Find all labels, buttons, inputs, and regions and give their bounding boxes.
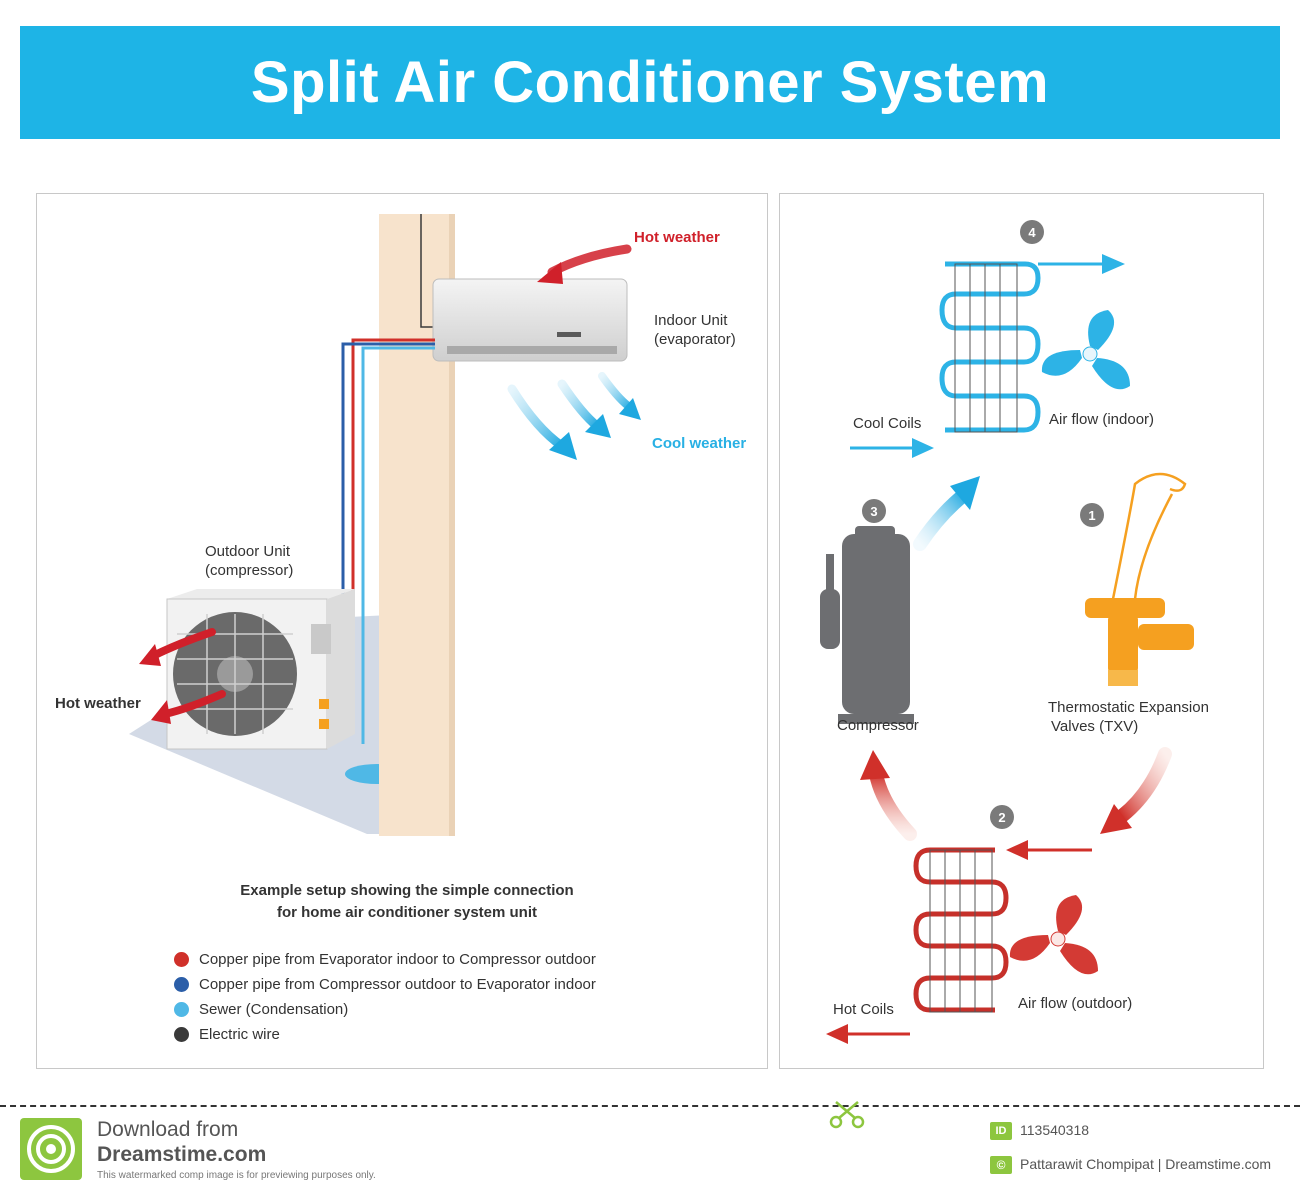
dreamstime-logo [20, 1118, 82, 1180]
cool-arrow-3-head [619, 398, 641, 420]
watermark-notice: This watermarked comp image is for previ… [97, 1170, 376, 1181]
txv-to-coil-arrow-head [1100, 804, 1132, 834]
cool-coils [939, 261, 1041, 433]
dreamstime-spiral-icon [27, 1125, 75, 1173]
txv-to-coil-arrow [1115, 747, 1172, 823]
compressor-to-coil-arrow [913, 487, 972, 551]
legend-dot [174, 1002, 189, 1017]
indoor-unit [432, 278, 628, 362]
cool-arrow-2 [557, 379, 602, 431]
legend-item-red-pipe: Copper pipe from Evaporator indoor to Co… [174, 947, 596, 972]
footer-divider [0, 1105, 1300, 1107]
scissors-icon [829, 1101, 865, 1129]
outflow-arrow-hot-head [826, 1024, 848, 1044]
hot-weather-left-label: Hot weather [55, 695, 141, 712]
compressor-to-coil-arrow-head [950, 476, 980, 510]
inflow-arrow-hot-head [1006, 840, 1028, 860]
indoor-unit-vent [447, 346, 617, 354]
coil-to-compressor-arrow [869, 767, 917, 841]
wall-side [449, 214, 455, 836]
page-title: Split Air Conditioner System [250, 50, 1050, 115]
step-badge-4: 4 [1020, 220, 1044, 244]
air-flow-indoor-label: Air flow (indoor) [1049, 411, 1155, 428]
outdoor-unit-label-line1: Outdoor Unit [205, 543, 291, 560]
air-flow-outdoor-label: Air flow (outdoor) [1018, 995, 1133, 1012]
hot-arrow-left-2-head [151, 700, 171, 724]
step-badge-3: 3 [862, 499, 886, 523]
pipe-sewer [361, 346, 435, 744]
inflow-arrow-cool-head [912, 438, 934, 458]
indoor-unit-label-line2: (evaporator) [654, 331, 736, 348]
setup-illustration [129, 214, 641, 836]
outdoor-unit-label: Outdoor Unit (compressor) [205, 542, 293, 580]
cool-weather-label: Cool weather [652, 435, 747, 452]
txv-valve [1085, 472, 1194, 686]
indoor-unit-label-line1: Indoor Unit [654, 312, 728, 329]
outdoor-unit-side [327, 589, 355, 749]
title-banner: Split Air Conditioner System [20, 26, 1280, 139]
hot-coils-fins [929, 849, 993, 1013]
outdoor-service-cover [311, 624, 331, 654]
hot-arrow-top-head [537, 262, 563, 284]
hot-arrow-left-1-head [139, 644, 161, 666]
outdoor-valve-bottom [319, 719, 329, 729]
watermark-footer: Download from Dreamstime.com This waterm… [0, 1101, 1300, 1194]
outflow-arrow-cool-head [1102, 254, 1125, 274]
cool-arrow-2-head [585, 414, 611, 438]
indoor-unit-label: Indoor Unit (evaporator) [654, 311, 736, 349]
setup-caption-line2: for home air conditioner system unit [276, 904, 538, 921]
legend-item-electric-wire: Electric wire [174, 1022, 596, 1047]
txv-label: Thermostatic Expansion Valves (TXV) [1048, 698, 1209, 736]
copyright-icon: © [990, 1156, 1012, 1174]
legend-dot [174, 977, 189, 992]
pipe-legend: Copper pipe from Evaporator indoor to Co… [174, 947, 596, 1047]
cycle-panel: 4 3 1 2 Cool Coils Air flow (indoor) Com… [779, 193, 1264, 1069]
hot-weather-top-label: Hot weather [634, 229, 720, 246]
legend-item-sewer: Sewer (Condensation) [174, 997, 596, 1022]
image-id-badge: ID [990, 1122, 1012, 1140]
legend-label: Copper pipe from Compressor outdoor to E… [199, 976, 596, 993]
legend-dot [174, 952, 189, 967]
outdoor-valve-top [319, 699, 329, 709]
step-badge-1: 1 [1080, 503, 1104, 527]
hot-coils-label: Hot Coils [833, 1001, 894, 1018]
compressor-shape [820, 526, 914, 724]
cool-arrow-3 [598, 372, 635, 412]
legend-dot [174, 1027, 189, 1042]
cool-coils-fins [954, 263, 1018, 433]
txv-label-line2: Valves (TXV) [1051, 718, 1139, 735]
outdoor-unit-top [167, 589, 355, 599]
cool-arrow-1 [507, 384, 567, 451]
site-link[interactable]: Dreamstime.com [97, 1143, 267, 1166]
electric-wire [420, 214, 433, 328]
download-from-text: Download from [97, 1118, 239, 1141]
setup-caption: Example setup showing the simple connect… [207, 880, 607, 924]
indoor-unit-display [557, 332, 581, 337]
cool-arrow-1-head [549, 432, 577, 460]
setup-panel: Hot weather Indoor Unit (evaporator) Coo… [36, 193, 768, 1069]
legend-label: Copper pipe from Evaporator indoor to Co… [199, 951, 596, 968]
legend-label: Sewer (Condensation) [199, 1001, 349, 1018]
indoor-fan [1041, 310, 1130, 390]
outdoor-unit-label-line2: (compressor) [205, 562, 294, 579]
hot-arrow-top [547, 244, 632, 277]
cool-coils-label: Cool Coils [853, 415, 922, 432]
compressor-label: Compressor [837, 717, 919, 734]
step-badge-2: 2 [990, 805, 1014, 829]
outdoor-fan [1009, 895, 1098, 975]
legend-item-blue-pipe: Copper pipe from Compressor outdoor to E… [174, 972, 596, 997]
author-credit: Pattarawit Chompipat | Dreamstime.com [1020, 1156, 1272, 1172]
legend-label: Electric wire [199, 1026, 280, 1043]
hot-coils [913, 847, 1009, 1013]
setup-caption-line1: Example setup showing the simple connect… [240, 882, 574, 899]
txv-label-line1: Thermostatic Expansion [1048, 699, 1209, 716]
image-id-number: 113540318 [1020, 1122, 1090, 1138]
refrigeration-cycle-diagram [820, 254, 1194, 1044]
coil-to-compressor-arrow-head [860, 750, 890, 780]
